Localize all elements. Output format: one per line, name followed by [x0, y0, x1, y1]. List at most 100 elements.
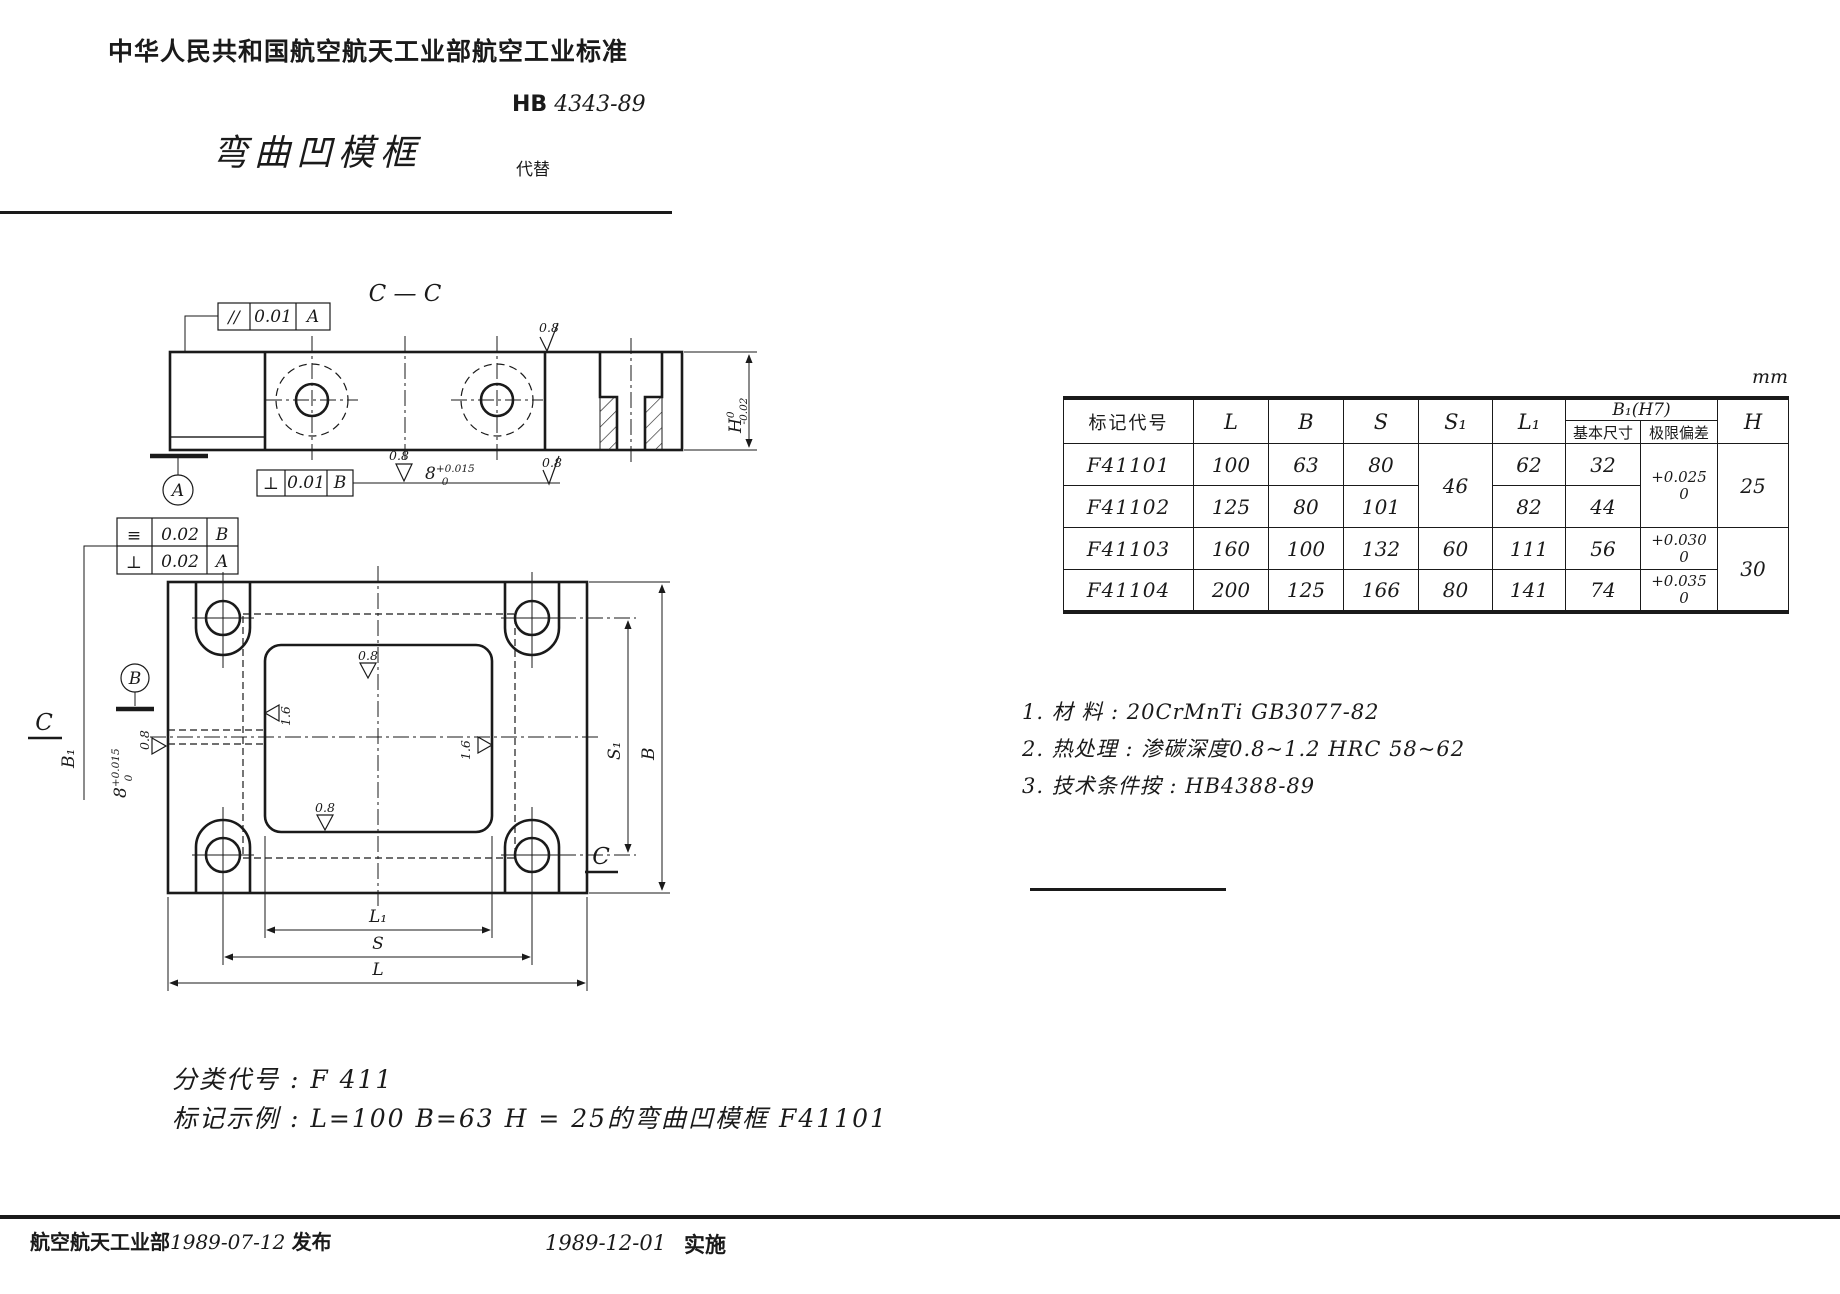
col-header-S1: S₁ — [1418, 397, 1493, 444]
table-row-F41104: F41104 200 125 166 80 141 74 +0.035 0 — [1063, 569, 1789, 612]
corner-slot-top-left — [192, 572, 254, 668]
hatched-block-left — [169, 351, 266, 438]
dim-B: B — [589, 581, 670, 894]
dim-slot-8-plan: 8+0.0150 — [110, 748, 135, 798]
col-header-B1-group: B₁(H7) — [1565, 397, 1718, 421]
section-view: C — C — [150, 281, 757, 506]
section-arrow-C-left: C — [28, 710, 62, 740]
footer-implementation-date: 1989-12-01 — [545, 1231, 667, 1255]
dim-B-label: B — [639, 748, 659, 762]
unit-label: mm — [1751, 366, 1788, 388]
roughness-cavity-bottom: 0.8 — [315, 800, 335, 832]
footer-divider — [0, 1215, 1840, 1219]
standard-prefix: HB — [512, 92, 548, 117]
roughness-value: 0.8 — [539, 320, 559, 335]
col-header-basic-size: 基本尺寸 — [1565, 420, 1641, 444]
engineering-drawing: C — C — [28, 281, 757, 991]
designation-example: 标记示例 : L=100 B=63 H = 25的弯曲凹模框 F41101 — [172, 1104, 888, 1133]
fcf1-symbol: // — [226, 308, 242, 328]
standard-code: 4343-89 — [554, 92, 646, 117]
merged-S1-rows12: 46 — [1418, 443, 1493, 528]
datum-A-label: A — [170, 481, 184, 501]
fcf3a-tolerance: 0.02 — [161, 525, 199, 545]
datum-A: A — [150, 453, 208, 506]
fcf-perpendicularity-top: ⊥ 0.01 B — [256, 469, 560, 497]
dim-S1: S₁ — [560, 617, 636, 856]
roughness-mark-slot: 0.8 — [389, 448, 413, 483]
fcf2-symbol: ⊥ — [263, 474, 279, 494]
roughness-mark-top: 0.8 — [539, 320, 559, 353]
fcf1-tolerance: 0.01 — [254, 307, 292, 327]
fcf3b-datum: A — [214, 552, 228, 572]
svg-text:0.8: 0.8 — [389, 448, 409, 463]
dim-B1-label: B₁ — [59, 749, 79, 769]
footer-implementation-label: 实施 — [684, 1233, 726, 1257]
title-divider — [0, 211, 672, 214]
fcf3a-datum: B — [215, 525, 229, 545]
corner-slot-bottom-left — [192, 807, 254, 901]
dim-L1: L₁ — [264, 836, 493, 938]
fcf3b-tolerance: 0.02 — [161, 552, 199, 572]
table-row-F41103: F41103 160 100 132 60 111 56 +0.030 0 30 — [1063, 527, 1789, 612]
roughness-cavity-right-wall: 1.6 — [458, 735, 494, 760]
table-header-row: 标记代号 L B S S₁ L₁ B₁(H7) H — [1063, 397, 1789, 444]
datum-B-label: B — [128, 669, 142, 689]
corner-slot-bottom-right — [501, 807, 563, 901]
dim-L-label: L — [371, 960, 383, 980]
footer-issue: 航空航天工业部1989-07-12 发布 — [30, 1226, 332, 1255]
notes-block: 1. 材 料 : 20CrMnTi GB3077-82 2. 热处理 : 渗碳深… — [1022, 694, 1465, 805]
fcf1-datum: A — [305, 307, 319, 327]
roughness-mark-right: 0.8 — [542, 455, 562, 486]
section-view-title: C — C — [369, 281, 442, 307]
merged-H-rows34: 30 — [1717, 527, 1789, 612]
col-header-L: L — [1193, 397, 1269, 444]
parameter-table-wrapper: 标记代号 L B S S₁ L₁ B₁(H7) H 基本尺寸 极限偏差 F411… — [1063, 396, 1789, 614]
dim-S: S — [222, 897, 533, 965]
fcf3a-symbol: ≡ — [127, 526, 141, 546]
counterbore-slot — [598, 352, 664, 450]
document-title: 弯曲凹模框 — [212, 133, 423, 174]
svg-text:0.8: 0.8 — [358, 648, 378, 663]
separator-line — [1030, 888, 1226, 891]
footer-issue-label: 发布 — [291, 1230, 332, 1254]
section-C-label-left: C — [35, 710, 53, 736]
classification-code: 分类代号 : F 411 — [172, 1065, 394, 1094]
fcf-symmetry-perpendicularity: ≡ 0.02 B ⊥ 0.02 A — [83, 517, 239, 800]
dim-H-label: H0-0.02 — [725, 397, 750, 434]
roughness-mark-slot-plan: 0.8 — [137, 730, 168, 756]
col-header-L1: L₁ — [1492, 397, 1566, 444]
col-header-deviation: 极限偏差 — [1640, 420, 1718, 444]
dim-L1-label: L₁ — [368, 907, 387, 927]
section-arrow-C-right: C — [585, 844, 618, 874]
svg-text:0.8: 0.8 — [137, 730, 152, 750]
col-header-B: B — [1268, 397, 1344, 444]
dim-L: L — [167, 897, 588, 991]
dim-H: H0-0.02 — [684, 351, 757, 451]
note-material: 1. 材 料 : 20CrMnTi GB3077-82 — [1022, 700, 1380, 724]
standard-number: HB 4343-89 — [512, 92, 646, 117]
svg-text:1.6: 1.6 — [458, 740, 473, 760]
merged-H-rows12: 25 — [1717, 443, 1789, 528]
counterbore-hole-left — [266, 336, 358, 464]
dim-S1-label: S₁ — [605, 742, 625, 760]
fcf2-tolerance: 0.01 — [287, 473, 325, 493]
table-row-F41101: F41101 100 63 80 46 62 32 +0.025 0 25 — [1063, 443, 1789, 528]
table-row-F41102: F41102 125 80 101 82 44 — [1063, 485, 1789, 528]
corner-slot-top-right — [501, 572, 563, 668]
col-header-code: 标记代号 — [1063, 397, 1194, 444]
merged-deviation-rows12: +0.025 0 — [1640, 443, 1718, 528]
replaces-label: 代替 — [516, 160, 550, 180]
col-header-S: S — [1343, 397, 1419, 444]
svg-text:0.8: 0.8 — [315, 800, 335, 815]
note-technical-conditions: 3. 技术条件按 : HB4388-89 — [1022, 774, 1316, 798]
counterbore-hole-right — [451, 336, 543, 464]
footer-issue-date: 1989-07-12 — [170, 1230, 286, 1254]
fcf2-datum: B — [333, 473, 347, 493]
footer-issuer: 航空航天工业部 — [30, 1230, 170, 1254]
note-heat-treatment: 2. 热处理 : 渗碳深度0.8~1.2 HRC 58~62 — [1022, 737, 1466, 761]
roughness-cavity-left-wall: 1.6 — [263, 703, 293, 726]
hatched-block-right-1 — [544, 351, 601, 451]
fcf-parallelism: // 0.01 A — [184, 302, 331, 352]
svg-text:1.6: 1.6 — [278, 706, 293, 726]
